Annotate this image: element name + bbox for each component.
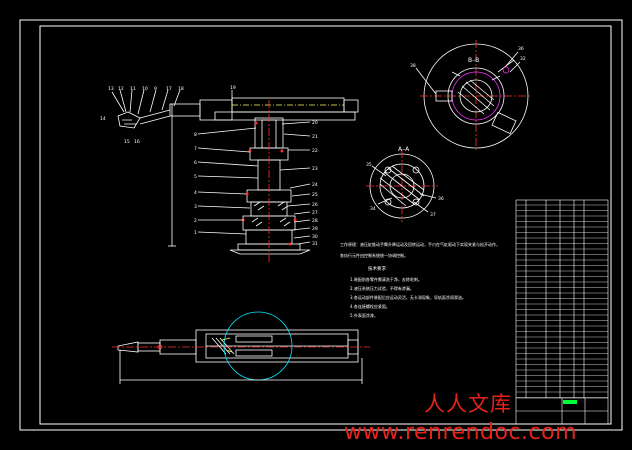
- section-b-b-view: [415, 40, 532, 152]
- svg-text:30: 30: [312, 234, 318, 240]
- section-a-a-numbers: 35 36 34 37: [366, 162, 444, 218]
- tech-req-item-3: 3.各运动部件装配后应运动灵活，无卡滞现象，导轨面涂润滑油。: [350, 294, 466, 300]
- inner-frame: [39, 25, 612, 425]
- svg-text:32: 32: [520, 56, 526, 62]
- parts-list-rows: [516, 204, 608, 398]
- svg-text:4: 4: [194, 190, 197, 196]
- svg-text:22: 22: [312, 148, 318, 154]
- svg-text:19: 19: [230, 85, 236, 91]
- svg-text:7: 7: [194, 146, 197, 152]
- svg-text:25: 25: [312, 192, 318, 198]
- svg-text:37: 37: [430, 212, 436, 218]
- svg-text:31: 31: [312, 241, 318, 247]
- section-a-a-label: A–A: [398, 146, 410, 153]
- svg-text:1: 1: [194, 230, 197, 236]
- svg-text:11: 11: [130, 86, 136, 92]
- svg-text:24: 24: [312, 182, 318, 188]
- svg-text:18: 18: [178, 86, 184, 92]
- front-view: [111, 89, 359, 262]
- svg-text:6: 6: [194, 160, 197, 166]
- svg-text:9: 9: [154, 86, 157, 92]
- svg-text:29: 29: [312, 226, 318, 232]
- svg-text:3: 3: [194, 204, 197, 210]
- section-a-a-view: [366, 150, 438, 222]
- svg-text:5: 5: [194, 174, 197, 180]
- svg-text:16: 16: [134, 139, 140, 145]
- svg-text:38: 38: [410, 63, 416, 69]
- section-b-b-label: B–B: [468, 57, 479, 64]
- svg-text:13: 13: [108, 86, 114, 92]
- notes-line-2: 各执行元件由控制系统统一协调控制。: [340, 252, 408, 258]
- svg-text:36: 36: [518, 46, 524, 52]
- svg-text:36: 36: [438, 196, 444, 202]
- watermark-url: www.renrendoc.com: [344, 420, 578, 445]
- svg-text:34: 34: [370, 206, 376, 212]
- svg-text:26: 26: [312, 202, 318, 208]
- tech-req-item-4: 4.各连接螺栓应紧固。: [350, 303, 390, 309]
- svg-text:17: 17: [166, 86, 172, 92]
- notes-block: 工作原理：液压缸推动手臂升降运动及回转运动，手爪在气缸驱动下实现夹紧与松开动作，…: [340, 241, 500, 318]
- tech-req-title: 技术要求: [368, 265, 386, 272]
- svg-text:28: 28: [312, 218, 318, 224]
- tech-req-item-2: 2.液压系统压力试验，不得有渗漏。: [350, 285, 414, 291]
- svg-text:15: 15: [124, 139, 130, 145]
- title-block: [516, 397, 608, 424]
- svg-text:14: 14: [100, 116, 106, 122]
- svg-text:35: 35: [366, 162, 372, 168]
- section-b-b-numbers: 38 36 32: [410, 46, 526, 69]
- tech-req-item-1: 1.装配前各零件需清洗干净，去除毛刺。: [350, 276, 422, 282]
- watermark-logo-text: 人人文库: [424, 392, 512, 416]
- notes-line-1: 工作原理：液压缸推动手臂升降运动及回转运动，手爪在气缸驱动下实现夹紧与松开动作，: [340, 241, 500, 247]
- svg-text:20: 20: [312, 120, 318, 126]
- svg-text:8: 8: [194, 132, 197, 138]
- outer-frame: [19, 19, 623, 431]
- top-view: [112, 311, 370, 384]
- svg-text:10: 10: [142, 86, 148, 92]
- parts-list-table: [515, 199, 609, 425]
- svg-text:2: 2: [194, 218, 197, 224]
- svg-text:21: 21: [312, 134, 318, 140]
- svg-text:27: 27: [312, 210, 318, 216]
- svg-text:12: 12: [118, 86, 124, 92]
- tech-req-item-5: 5.外表面涂漆。: [350, 312, 378, 318]
- svg-text:23: 23: [312, 166, 318, 172]
